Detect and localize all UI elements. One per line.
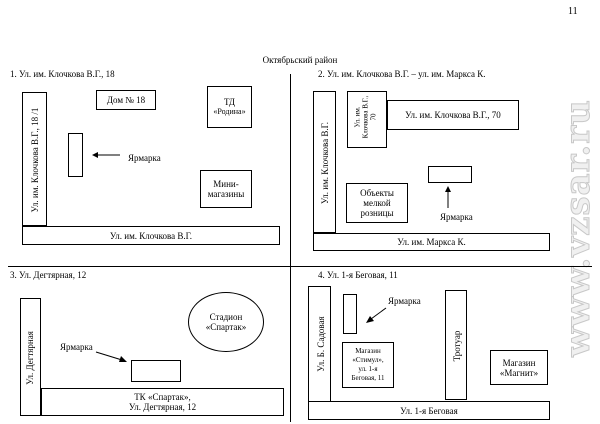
q2-arrow-icon [445, 186, 451, 208]
q1-mini-shops-box: Мини- магазины [200, 170, 252, 208]
q1-mini-line2: магазины [207, 189, 245, 199]
q4-heading: 4. Ул. 1-я Беговая, 11 [318, 270, 398, 280]
q2-objects-line1: Объекты [360, 188, 394, 198]
q3-fair-spot [131, 360, 181, 382]
q2-street-vertical-label: Ул. им. Клочкова В.Г. [320, 121, 330, 205]
q1-fair-label: Ярмарка [128, 153, 161, 163]
q4-fair-label: Ярмарка [388, 296, 421, 306]
q1-street-vertical-label: Ул. им. Клочкова В.Г., 18 /1 [30, 107, 40, 213]
q2-small-address-box: Ул. им. Клочкова В.Г., 70 [347, 91, 387, 148]
q4-shop-stimul-box: Магазин «Стимул», ул. 1-я Беговая, 11 [342, 342, 394, 388]
q4-shop1-line2: «Стимул», [352, 356, 384, 364]
page-number: 11 [568, 6, 578, 17]
q3-arrow-icon [95, 351, 127, 362]
q4-shop-magnit-box: Магазин «Магнит» [490, 350, 548, 385]
q1-arrow-icon [92, 152, 120, 158]
q3-heading: 3. Ул. Дегтярная, 12 [10, 270, 87, 280]
q2-objects-line3: розницы [360, 208, 394, 218]
q4-shop1-line1: Магазин [355, 347, 381, 355]
q1-td-rodina-box: ТД «Родина» [207, 86, 252, 128]
q3-street-vertical-label: Ул. Дегтярная [25, 331, 35, 385]
page-title: Октябрьский район [262, 55, 338, 65]
q2-street-bottom: Ул. им. Маркса К. [313, 233, 550, 251]
q4-sidewalk-label: Тротуар [452, 330, 462, 362]
q1-heading: 1. Ул. им. Клочкова В.Г., 18 [10, 69, 115, 79]
q1-mini-line1: Мини- [213, 179, 239, 189]
q3-stadium-line2: «Спартак» [205, 322, 247, 332]
vertical-divider [290, 74, 291, 422]
q4-shop1-line3: ул. 1-я [358, 365, 378, 373]
q3-tk-spartak-box: ТК «Спартак», Ул. Дегтярная, 12 [41, 388, 284, 416]
q4-fair-spot [343, 294, 357, 334]
q4-street-vertical: Ул. Б. Садовая [308, 286, 331, 402]
q3-stadium: Стадион «Спартак» [188, 292, 264, 352]
q4-shop1-line4: Беговая, 11 [351, 374, 385, 382]
q1-td-name: «Родина» [213, 107, 246, 116]
q2-fair-spot [428, 166, 472, 183]
q2-objects-line2: мелкой [363, 198, 391, 208]
q2-small-line3: 70 [369, 113, 378, 121]
q3-stadium-line1: Стадион [209, 312, 243, 322]
q2-fair-label: Ярмарка [440, 212, 473, 222]
q2-heading: 2. Ул. им. Клочкова В.Г. – ул. им. Маркс… [318, 69, 486, 79]
q1-street-bottom: Ул. им. Клочкова В.Г. [22, 226, 280, 245]
q3-fair-label: Ярмарка [60, 342, 93, 352]
q2-objects-box: Объекты мелкой розницы [346, 183, 408, 223]
q4-street-vertical-label: Ул. Б. Садовая [316, 316, 326, 372]
q3-street-vertical: Ул. Дегтярная [20, 298, 41, 416]
q4-arrow-icon [366, 307, 387, 323]
q2-address-box: Ул. им. Клочкова В.Г., 70 [387, 100, 519, 130]
q1-street-vertical: Ул. им. Клочкова В.Г., 18 /1 [22, 92, 47, 226]
watermark: www.vzsar.ru [558, 48, 598, 408]
q4-shop2-line1: Магазин [502, 357, 536, 368]
q1-house-box: Дом № 18 [96, 90, 156, 110]
q1-fair-spot [68, 133, 83, 177]
q4-sidewalk: Тротуар [445, 290, 467, 400]
q4-street-bottom: Ул. 1-я Беговая [308, 401, 550, 420]
watermark-text: www.vzsar.ru [558, 99, 598, 358]
q3-tk-line1: ТК «Спартак», [134, 392, 191, 402]
q2-small-address-label: Ул. им. Клочкова В.Г., 70 [354, 89, 378, 146]
q2-small-line2: Клочкова В.Г., [361, 95, 370, 139]
horizontal-divider [8, 266, 592, 267]
q1-td-label: ТД [223, 97, 236, 107]
q4-shop2-line2: «Магнит» [499, 367, 539, 378]
q2-small-line1: Ул. им. [353, 106, 362, 128]
q3-tk-line2: Ул. Дегтярная, 12 [128, 402, 197, 412]
q2-street-vertical: Ул. им. Клочкова В.Г. [313, 91, 336, 233]
